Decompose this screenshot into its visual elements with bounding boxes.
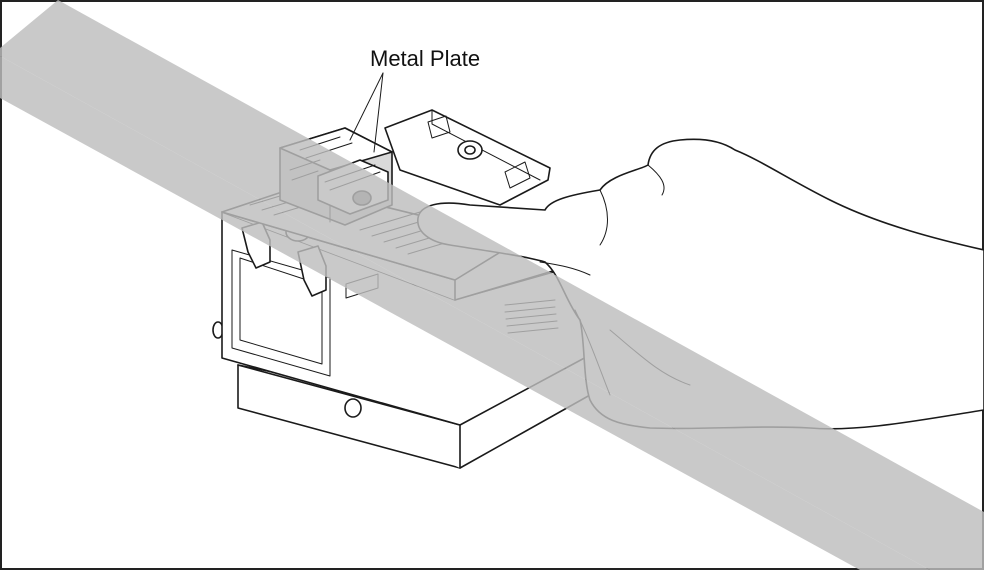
metal-plate-label: Metal Plate <box>370 46 480 71</box>
leader-line-left <box>349 72 384 141</box>
leader-line-right <box>373 72 384 153</box>
metal-plate-callout: Metal Plate <box>349 46 480 153</box>
